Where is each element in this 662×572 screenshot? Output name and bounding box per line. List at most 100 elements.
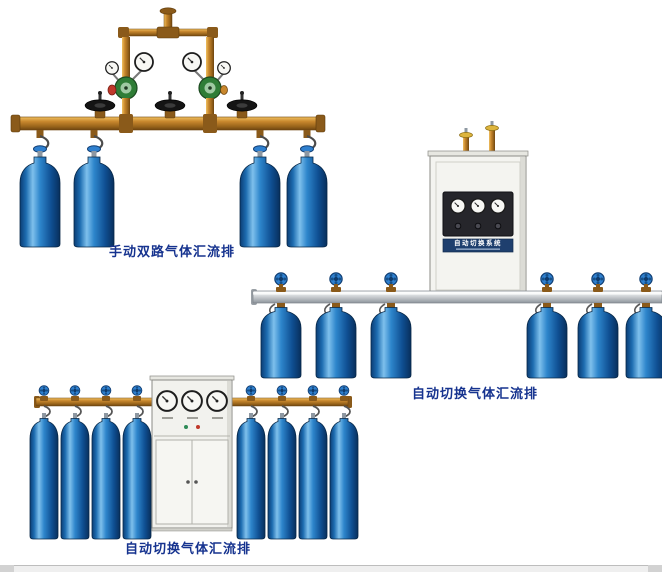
page-bottom-edge bbox=[0, 565, 662, 572]
gas-cylinder bbox=[329, 418, 359, 540]
cylinder-valve-knob bbox=[384, 272, 398, 286]
pipe-end-cap bbox=[315, 114, 326, 133]
gas-cylinder bbox=[286, 156, 328, 248]
inlet-valve-handle bbox=[459, 132, 473, 138]
cross-fitting bbox=[156, 26, 180, 39]
cylinder-drop bbox=[91, 385, 121, 540]
gas-cylinder bbox=[236, 418, 266, 540]
cylinder-valve-knob bbox=[274, 272, 288, 286]
pressure-gauge bbox=[217, 61, 231, 75]
door-handle bbox=[186, 480, 190, 484]
drop-pipe bbox=[206, 37, 214, 77]
handwheel-valve bbox=[226, 91, 258, 119]
pipe-collar bbox=[203, 114, 217, 133]
pipe-collar bbox=[119, 114, 133, 133]
gas-cylinder bbox=[60, 418, 90, 540]
control-cabinet bbox=[149, 375, 235, 532]
cylinder-valve-knob bbox=[100, 385, 112, 396]
cylinder-valve-knob bbox=[639, 272, 653, 286]
elbow-fitting bbox=[207, 27, 218, 38]
caption-auto-switch-cabinet: 自动切换气体汇流排 bbox=[124, 541, 251, 556]
rail-cylinder bbox=[577, 272, 619, 379]
cylinder-drop bbox=[122, 385, 152, 540]
cylinder-valve-knob bbox=[245, 385, 257, 396]
gas-cylinder bbox=[370, 307, 412, 379]
regulator-knob bbox=[220, 85, 228, 95]
cabinet-door bbox=[155, 439, 193, 525]
indicator-light bbox=[494, 222, 502, 230]
handwheel-valve bbox=[154, 91, 186, 119]
cylinder-valve-knob bbox=[38, 385, 50, 396]
cylinder-valve-knob bbox=[540, 272, 554, 286]
indicator-light bbox=[454, 222, 462, 230]
pressure-gauge bbox=[182, 52, 202, 72]
indicator-light bbox=[474, 222, 482, 230]
cabinet-panel-label: 自动切换系统 bbox=[454, 240, 502, 247]
rail-cylinder bbox=[260, 272, 302, 379]
rail-cylinder bbox=[526, 272, 568, 379]
indicator-light bbox=[184, 425, 188, 429]
regulator-knob bbox=[107, 84, 117, 96]
cylinder-drop bbox=[286, 130, 328, 248]
cylinder-drop bbox=[239, 130, 281, 248]
cylinder-drop bbox=[29, 385, 59, 540]
cylinder-drop bbox=[298, 385, 328, 540]
pressure-gauge bbox=[156, 390, 178, 412]
pressure-regulator-right bbox=[182, 52, 231, 119]
pressure-gauge bbox=[181, 390, 203, 412]
figure-auto-switch-cabinet bbox=[29, 375, 359, 540]
cylinder-drop bbox=[329, 385, 359, 540]
pressure-gauge bbox=[490, 198, 506, 214]
cabinet-inlet-pipe bbox=[489, 129, 495, 153]
cylinder-valve-knob bbox=[69, 385, 81, 396]
pressure-gauge bbox=[134, 52, 154, 72]
rail-cylinder bbox=[315, 272, 357, 379]
caption-auto-switch-rail: 自动切换气体汇流排 bbox=[411, 386, 538, 401]
cylinder-valve-knob bbox=[307, 385, 319, 396]
caption-manual-dual-manifold: 手动双路气体汇流排 bbox=[108, 244, 235, 259]
cabinet-inlet-pipe bbox=[463, 136, 469, 153]
gas-cylinder bbox=[577, 307, 619, 379]
cabinet-door bbox=[191, 439, 229, 525]
gas-cylinder bbox=[260, 307, 302, 379]
gas-cylinder bbox=[122, 418, 152, 540]
figure-manual-dual-manifold bbox=[10, 7, 328, 248]
cylinder-valve-knob bbox=[131, 385, 143, 396]
rail-cylinder bbox=[625, 272, 662, 379]
drop-pipe bbox=[122, 37, 130, 77]
door-handle bbox=[194, 480, 198, 484]
indicator-light bbox=[196, 425, 200, 429]
gas-cylinder bbox=[73, 156, 115, 248]
pipe-end-cap bbox=[10, 114, 21, 133]
cylinder-valve-knob bbox=[276, 385, 288, 396]
figure-auto-switch-rail bbox=[251, 121, 662, 379]
manifold-pipe bbox=[13, 116, 323, 131]
cylinder-drop bbox=[236, 385, 266, 540]
cylinder-drop bbox=[19, 130, 61, 248]
cylinder-valve-knob bbox=[338, 385, 350, 396]
gas-cylinder bbox=[298, 418, 328, 540]
cylinder-drop bbox=[73, 130, 115, 248]
pressure-gauge bbox=[206, 390, 228, 412]
rail-cylinder bbox=[370, 272, 412, 379]
gas-cylinder bbox=[526, 307, 568, 379]
cylinder-drop bbox=[60, 385, 90, 540]
cylinder-valve-knob bbox=[329, 272, 343, 286]
gas-cylinder bbox=[315, 307, 357, 379]
cylinder-valve-knob bbox=[591, 272, 605, 286]
gas-cylinder bbox=[19, 156, 61, 248]
elbow-fitting bbox=[118, 27, 129, 38]
gas-cylinder bbox=[91, 418, 121, 540]
pressure-gauge bbox=[470, 198, 486, 214]
inlet-valve-handle bbox=[485, 125, 499, 131]
gas-cylinder bbox=[267, 418, 297, 540]
pressure-gauge bbox=[105, 61, 119, 75]
pressure-regulator-left bbox=[105, 52, 154, 119]
control-cabinet bbox=[427, 121, 529, 297]
pressure-gauge bbox=[450, 198, 466, 214]
gas-cylinder bbox=[625, 307, 662, 379]
gas-cylinder bbox=[239, 156, 281, 248]
riser-flange bbox=[159, 7, 177, 15]
